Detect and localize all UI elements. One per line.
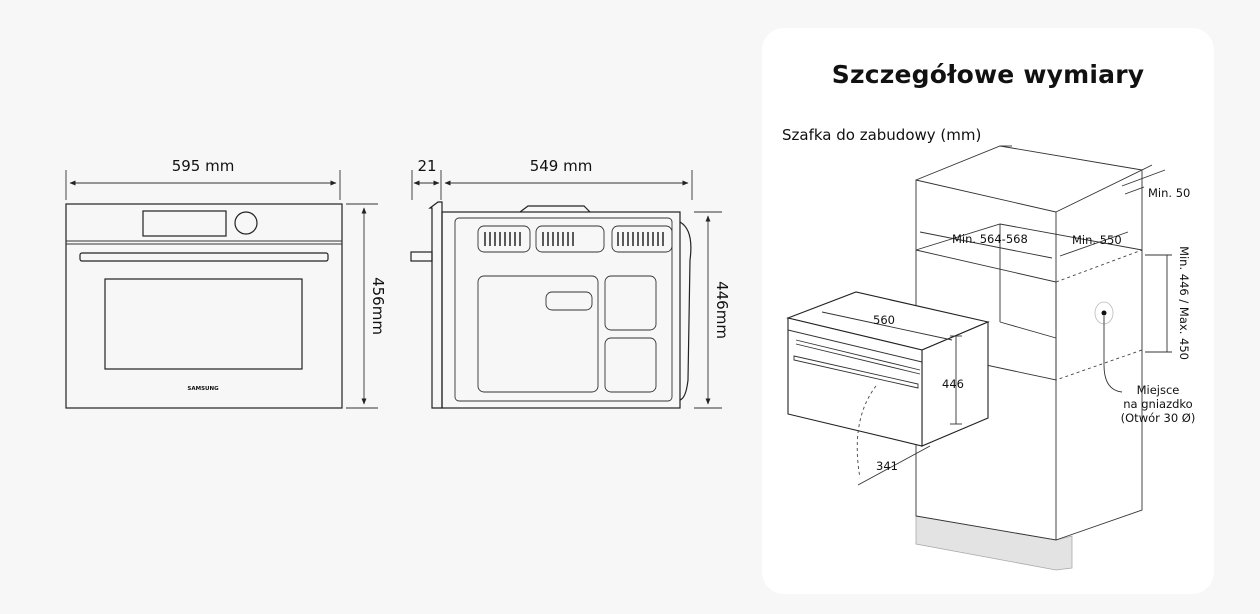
side-vent-3 <box>611 225 673 253</box>
min-depth-label: Min. 550 <box>1072 233 1122 247</box>
cabinet-side <box>1055 169 1143 541</box>
control-display <box>142 210 227 237</box>
panel-subtitle: Szafka do zabudowy (mm) <box>782 126 982 144</box>
height-range-label: Min. 446 / Max. 450 <box>1177 246 1191 360</box>
front-height-label: 456mm <box>369 277 387 335</box>
front-oven-body <box>65 203 343 409</box>
control-knob <box>234 211 258 235</box>
side-panel-large <box>477 275 599 393</box>
socket-dot <box>1101 310 1107 316</box>
door-handle <box>79 252 329 262</box>
side-panel-small-bottom <box>604 337 657 393</box>
socket-label-line3: (Otwór 30 Ø) <box>1121 411 1196 425</box>
oven-width-label: 560 <box>873 313 895 327</box>
side-offset-label: 21 <box>417 157 436 175</box>
door-window <box>104 278 303 370</box>
socket-label-line2: na gniazdko <box>1123 397 1192 411</box>
back-bulge <box>679 221 692 401</box>
side-oven-body <box>441 211 681 409</box>
min-width-label: Min. 564-568 <box>952 232 1028 246</box>
side-vent-2 <box>535 225 605 253</box>
oven-height-label: 446 <box>942 377 964 391</box>
side-view: 21 549 mm 446mm <box>410 157 731 409</box>
side-vent-1 <box>477 225 531 253</box>
min-50-label: Min. 50 <box>1148 186 1190 200</box>
door-swing-label: 341 <box>876 459 898 473</box>
top-hump <box>519 205 591 213</box>
built-in-oven <box>786 291 990 486</box>
cabinet-top <box>915 145 1143 181</box>
front-view: 595 mm SAMSUNG 456mm <box>65 157 387 409</box>
brand-logo: SAMSUNG <box>187 386 219 392</box>
side-height-label: 446mm <box>713 281 731 339</box>
side-panel-small-top <box>604 275 657 331</box>
cabinet-dimensions <box>919 169 1172 353</box>
side-handle <box>410 251 433 262</box>
side-depth-label: 549 mm <box>530 157 593 175</box>
cabinet-plinth <box>915 515 1073 571</box>
socket-label-line1: Miejsce <box>1137 383 1180 397</box>
front-width-label: 595 mm <box>172 157 235 175</box>
panel-title: Szczegółowe wymiary <box>831 60 1145 89</box>
